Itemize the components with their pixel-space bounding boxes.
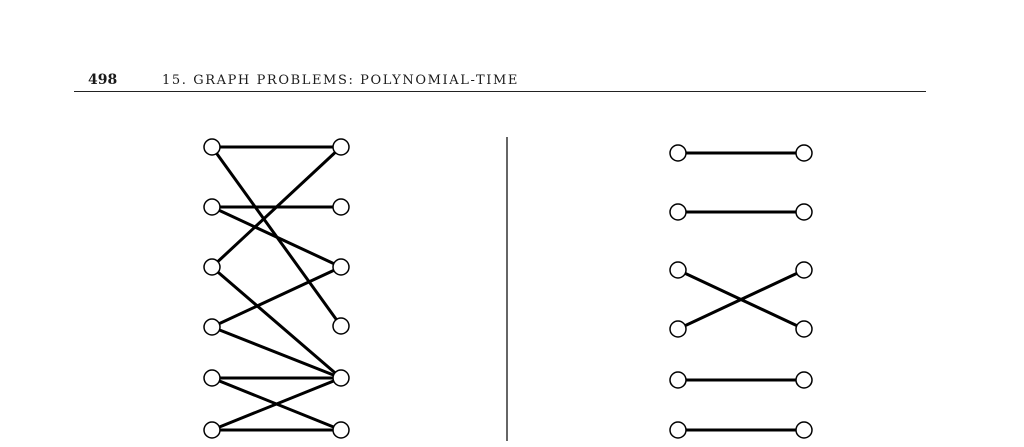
left-vertex <box>203 198 221 216</box>
graph-edge <box>211 376 342 432</box>
graph-edge <box>211 265 342 329</box>
right-vertex <box>332 421 350 439</box>
left-vertex <box>669 203 687 221</box>
graph-edge <box>211 205 342 269</box>
right-vertex <box>795 320 813 338</box>
right-vertex <box>332 198 350 216</box>
right-vertex <box>332 317 350 335</box>
left-vertex <box>669 421 687 439</box>
right-vertex <box>795 371 813 389</box>
right-vertex <box>332 258 350 276</box>
running-head: 498 15. GRAPH PROBLEMS: POLYNOMIAL-TIME <box>74 70 926 92</box>
graph-edge <box>211 325 342 380</box>
right-vertex <box>332 369 350 387</box>
chapter-title: 15. GRAPH PROBLEMS: POLYNOMIAL-TIME <box>162 73 520 88</box>
right-graph <box>669 144 813 439</box>
right-vertex <box>795 261 813 279</box>
left-graph <box>203 138 350 439</box>
left-vertex <box>203 421 221 439</box>
left-vertex <box>669 144 687 162</box>
right-vertex <box>795 144 813 162</box>
left-vertex <box>203 258 221 276</box>
right-vertex <box>795 421 813 439</box>
left-vertex <box>669 371 687 389</box>
right-vertex <box>332 138 350 156</box>
right-vertex <box>795 203 813 221</box>
graph-edge <box>211 265 342 380</box>
left-vertex <box>203 369 221 387</box>
left-vertex <box>669 261 687 279</box>
page-number: 498 <box>88 72 118 88</box>
left-vertex <box>669 320 687 338</box>
left-vertex <box>203 138 221 156</box>
graph-edge <box>210 145 343 269</box>
graph-edge <box>677 268 805 331</box>
left-vertex <box>203 318 221 336</box>
